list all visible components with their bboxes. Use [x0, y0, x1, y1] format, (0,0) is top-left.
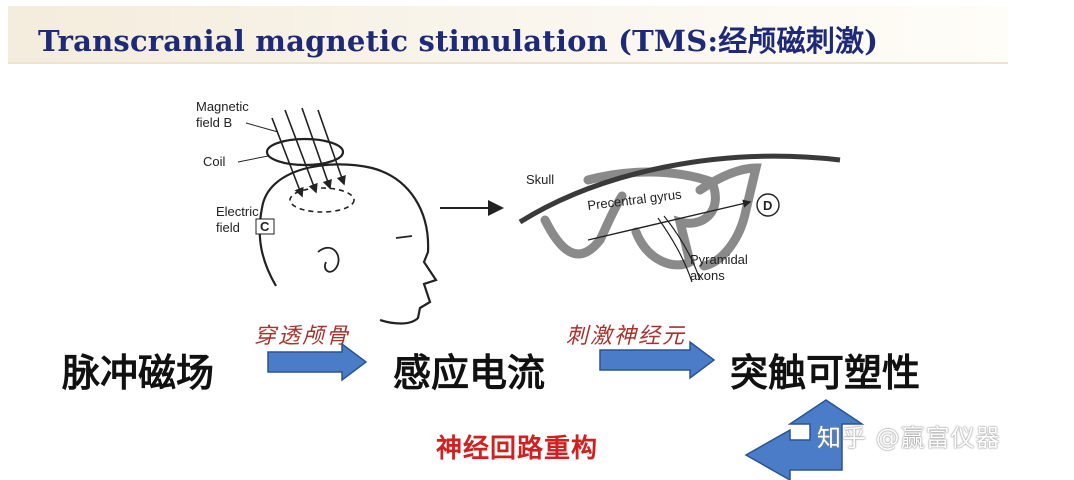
- field-line: [301, 107, 332, 190]
- label-coil: Coil: [203, 154, 226, 169]
- arrow2-label: 刺激神经元: [566, 324, 687, 349]
- pointer-line: [237, 155, 269, 163]
- watermark: 知乎 @赢富仪器: [817, 424, 1001, 452]
- flow-step-pulsed-magnetic-field: 脉冲磁场: [62, 351, 215, 395]
- cortex-sulcus: [695, 163, 762, 271]
- label-electric: Electric: [216, 204, 259, 219]
- label-c: C: [260, 219, 270, 234]
- slide-title: Transcranial magnetic stimulation (TMS:经…: [38, 24, 879, 58]
- skull-arc: [518, 153, 841, 225]
- head-back: [258, 207, 277, 287]
- field-line: [271, 117, 304, 198]
- eye: [395, 235, 413, 239]
- label-field: field: [216, 220, 240, 235]
- label-c-box: [255, 218, 275, 235]
- head-outline: [260, 163, 438, 325]
- label-field-b: field B: [196, 115, 232, 130]
- flow-step-induced-current: 感应电流: [393, 351, 546, 395]
- flow-arrow-2: [599, 340, 716, 380]
- cortex-fold: [540, 191, 627, 259]
- flow-step-synaptic-plasticity: 突触可塑性: [730, 351, 921, 395]
- label-precentral: Precentral gyrus: [587, 186, 683, 212]
- label-d: D: [763, 198, 772, 213]
- label-axons: axons: [690, 268, 725, 283]
- pyramidal-axon: [657, 217, 693, 283]
- electric-field-loop: [289, 187, 355, 213]
- arrow1-label: 穿透颅骨: [254, 324, 351, 349]
- d-circle: [756, 193, 780, 217]
- ear: [317, 246, 340, 273]
- title-bar: Transcranial magnetic stimulation (TMS:经…: [8, 6, 1008, 64]
- label-magnetic: Magnetic: [196, 99, 249, 114]
- label-pyramidal: Pyramidal: [690, 252, 748, 267]
- label-skull: Skull: [526, 172, 554, 187]
- pyramidal-axon: [663, 215, 701, 281]
- flow-arrow-1: [267, 342, 368, 382]
- pointer-line: [245, 122, 279, 133]
- feedback-arrow: [744, 399, 865, 480]
- current-arrow: [587, 199, 752, 241]
- feedback-label: 神经回路重构: [436, 434, 599, 464]
- field-line: [317, 109, 346, 186]
- field-line: [284, 109, 318, 194]
